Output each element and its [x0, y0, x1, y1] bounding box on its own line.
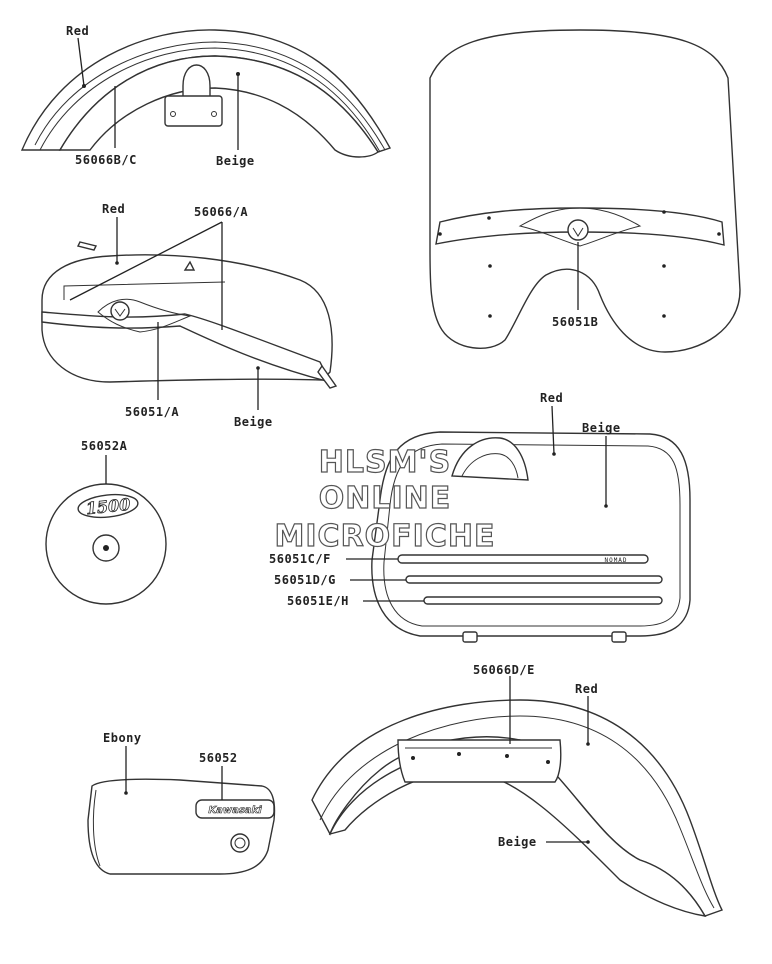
callout-front-fender-red: Red — [66, 24, 89, 38]
watermark: HLSM'S ONLINE MICROFICHE — [274, 444, 496, 554]
callout-stripe-dg: 56051D/G — [274, 573, 336, 587]
watermark-line-2: ONLINE — [319, 481, 452, 516]
callout-tank-56066a: 56066/A — [194, 205, 248, 219]
callout-rear-fender-beige: Beige — [498, 835, 537, 849]
callout-tank-beige: Beige — [234, 415, 273, 429]
callout-front-fender-part: 56066B/C — [75, 153, 137, 167]
callout-rear-fender-red: Red — [575, 682, 598, 696]
callout-saddlebag-beige: Beige — [582, 421, 621, 435]
leader-front-fender-red — [77, 37, 85, 87]
saddlebag-badge-text: NOMAD — [604, 557, 627, 564]
callout-tank-red: Red — [102, 202, 125, 216]
callout-saddlebag-red: Red — [540, 391, 563, 405]
callout-rear-fender-part: 56066D/E — [473, 663, 535, 677]
rear-fender-illustration — [311, 699, 723, 917]
watermark-line-1: HLSM'S — [319, 445, 451, 480]
callout-front-fender-beige: Beige — [216, 154, 255, 168]
callout-emblem-part: 56052A — [81, 439, 128, 453]
watermark-line-3: MICROFICHE — [275, 519, 496, 554]
side-cover-illustration: Kawasaki — [87, 778, 276, 875]
callout-windshield-part: 56051B — [552, 315, 598, 329]
leader-tank-56066a — [69, 221, 223, 330]
side-cover-badge-text: Kawasaki — [208, 805, 262, 816]
callout-side-cover-part: 56052 — [199, 751, 238, 765]
callout-stripe-cf: 56051C/F — [269, 552, 331, 566]
windshield-illustration — [429, 29, 741, 353]
callout-stripe-eh: 56051E/H — [287, 594, 349, 608]
emblem-1500-illustration: 1500 — [45, 483, 167, 605]
leader-saddlebag-red — [551, 405, 555, 455]
callout-tank-56051a: 56051/A — [125, 405, 179, 419]
front-fender-illustration — [20, 29, 392, 158]
saddlebag-illustration: NOMAD — [371, 431, 691, 643]
callout-side-cover-color: Ebony — [103, 731, 142, 745]
fuel-tank-illustration — [41, 241, 338, 389]
